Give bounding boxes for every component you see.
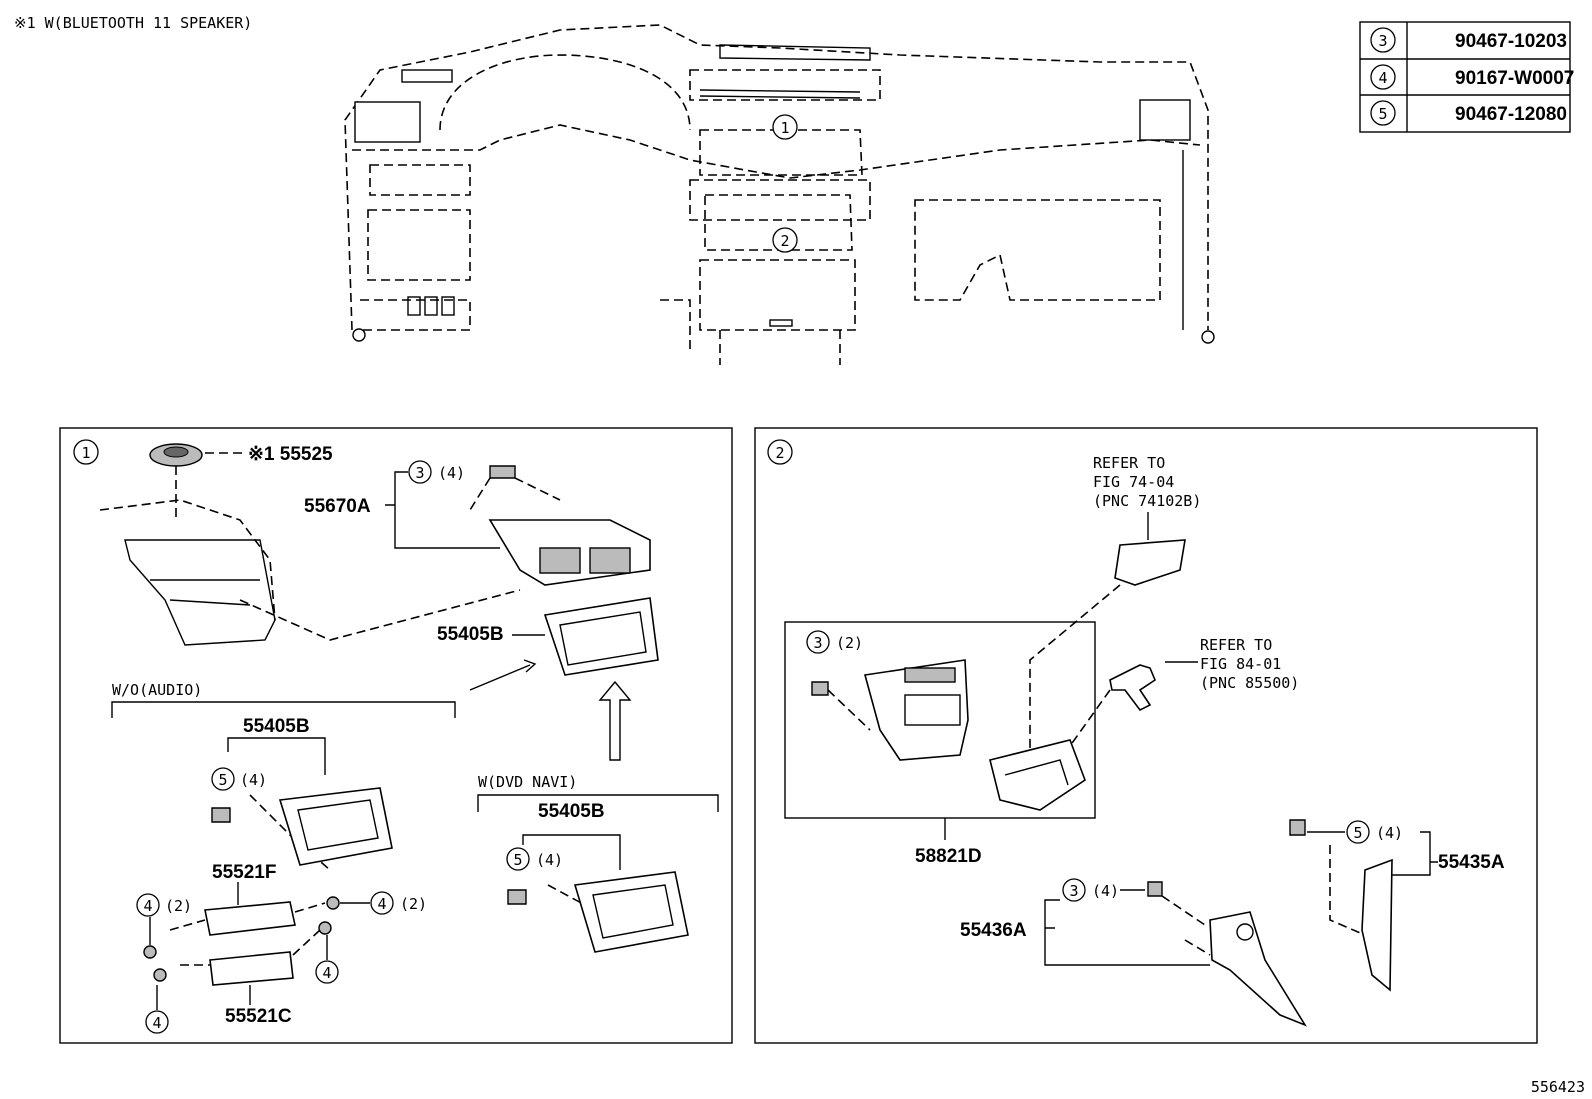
svg-text:4: 4 bbox=[1378, 69, 1387, 87]
pocket-f-label: 55521F bbox=[212, 862, 276, 883]
ref-4-icon bbox=[136, 893, 160, 917]
pocket-c-label: 55521C bbox=[225, 1006, 292, 1027]
svg-text:1: 1 bbox=[81, 444, 90, 462]
bezel-part-icon bbox=[278, 787, 393, 866]
svg-text:4: 4 bbox=[322, 964, 331, 982]
trim-left-part-icon bbox=[1209, 911, 1307, 1027]
ref-circle-icon bbox=[1370, 100, 1396, 126]
svg-text:3: 3 bbox=[813, 634, 822, 652]
ref-4-icon bbox=[370, 891, 394, 915]
svg-text:4: 4 bbox=[377, 895, 386, 913]
speaker-label: ※1 55525 bbox=[248, 444, 333, 465]
part-number: 90167-W0007 bbox=[1455, 68, 1574, 89]
svg-text:5: 5 bbox=[513, 851, 522, 869]
screw-icon bbox=[153, 968, 167, 982]
trim-right-part-icon bbox=[1361, 858, 1393, 992]
ref-circle-icon bbox=[1370, 64, 1396, 90]
refer-a-line-3: (PNC 74102B) bbox=[1093, 492, 1201, 510]
svg-text:(2): (2) bbox=[165, 897, 192, 915]
screw-icon bbox=[143, 945, 157, 959]
detail-panel-2: 2 REFER TO FIG 74-04 (PNC 74102B) REFER … bbox=[754, 427, 1538, 1044]
header-note: ※1 W(BLUETOOTH 11 SPEAKER) bbox=[14, 14, 252, 32]
svg-text:5: 5 bbox=[1353, 824, 1362, 842]
svg-text:4: 4 bbox=[152, 1014, 161, 1032]
svg-text:2: 2 bbox=[780, 232, 789, 250]
svg-text:(4): (4) bbox=[240, 771, 267, 789]
arrow-right-icon bbox=[469, 659, 537, 691]
svg-text:4: 4 bbox=[143, 897, 152, 915]
svg-text:5: 5 bbox=[218, 771, 227, 789]
wo-audio-bezel-label: 55405B bbox=[243, 716, 310, 737]
bezel-label: 55405B bbox=[437, 624, 504, 645]
refer-b-line-1: REFER TO bbox=[1200, 636, 1272, 654]
svg-text:3: 3 bbox=[415, 464, 424, 482]
dashboard-overview: 1 2 bbox=[344, 24, 1215, 365]
ref-3-icon bbox=[408, 460, 432, 484]
clip-icon bbox=[489, 465, 516, 479]
svg-text:(4): (4) bbox=[1092, 882, 1119, 900]
refer-b-line-2: FIG 84-01 bbox=[1200, 655, 1281, 673]
ref-3-icon bbox=[1062, 878, 1086, 902]
screw-icon bbox=[318, 921, 332, 935]
detail-panel-1: 1 ※1 55525 55670A 3 (4) 55405B W/O(AUDIO… bbox=[59, 427, 733, 1044]
refer-b-line-3: (PNC 85500) bbox=[1200, 674, 1299, 692]
trim-right-label: 55435A bbox=[1438, 852, 1505, 873]
svg-text:(2): (2) bbox=[400, 895, 427, 913]
clip-icon bbox=[507, 889, 527, 905]
dvd-navi-heading: W(DVD NAVI) bbox=[478, 773, 577, 791]
arrow-up-icon bbox=[598, 680, 632, 761]
svg-text:2: 2 bbox=[775, 444, 784, 462]
part-number: 90467-10203 bbox=[1455, 31, 1567, 52]
part-number: 90467-12080 bbox=[1455, 104, 1567, 125]
screw-icon bbox=[326, 896, 340, 910]
clip-icon bbox=[1289, 819, 1306, 836]
clip-icon bbox=[211, 807, 231, 823]
trim-left-label: 55436A bbox=[960, 920, 1027, 941]
svg-text:(4): (4) bbox=[536, 851, 563, 869]
fastener-table: 3 90467-10203 4 90167-W0007 5 90467-1208… bbox=[1359, 21, 1574, 133]
bezel-part-icon bbox=[543, 597, 659, 676]
fastener-row: 5 90467-12080 bbox=[1370, 100, 1567, 126]
svg-text:(2): (2) bbox=[836, 634, 863, 652]
ref-5-icon bbox=[506, 847, 530, 871]
panel-2-marker-icon bbox=[767, 439, 793, 465]
fastener-row: 4 90167-W0007 bbox=[1370, 64, 1574, 90]
callout-2-icon bbox=[772, 227, 798, 253]
cup-holder-icon bbox=[1114, 539, 1186, 586]
ref-4-icon bbox=[145, 1010, 169, 1034]
clip-icon bbox=[1147, 881, 1163, 897]
ref-5-icon bbox=[211, 767, 235, 791]
wo-audio-heading: W/O(AUDIO) bbox=[112, 681, 202, 699]
inset-box bbox=[784, 621, 1096, 819]
svg-text:3: 3 bbox=[1069, 882, 1078, 900]
connector-icon bbox=[1109, 664, 1156, 712]
svg-text:5: 5 bbox=[1378, 105, 1387, 123]
vent-label: 55670A bbox=[304, 496, 371, 517]
console-panel-icon bbox=[863, 659, 969, 761]
clip-icon bbox=[811, 681, 829, 696]
ref-circle-icon bbox=[1370, 27, 1396, 53]
figure-number: 556423 bbox=[1531, 1078, 1585, 1096]
pocket-f-icon bbox=[204, 901, 296, 936]
svg-text:3: 3 bbox=[1378, 32, 1387, 50]
dvd-navi-bezel-label: 55405B bbox=[538, 801, 605, 822]
refer-a-line-2: FIG 74-04 bbox=[1093, 473, 1174, 491]
svg-text:1: 1 bbox=[780, 119, 789, 137]
svg-text:(4): (4) bbox=[438, 464, 465, 482]
ref-4-icon bbox=[315, 960, 339, 984]
console-box-icon bbox=[989, 739, 1086, 811]
callout-1-icon bbox=[772, 114, 798, 140]
box-label: 58821D bbox=[915, 846, 982, 867]
panel-1-marker-icon bbox=[73, 439, 99, 465]
fastener-row: 3 90467-10203 bbox=[1370, 27, 1567, 53]
refer-a-line-1: REFER TO bbox=[1093, 454, 1165, 472]
bezel-part-icon bbox=[573, 871, 689, 953]
ref-5-icon bbox=[1346, 820, 1370, 844]
pocket-c-icon bbox=[209, 951, 294, 986]
ref-3-icon bbox=[806, 630, 830, 654]
svg-text:(4): (4) bbox=[1376, 824, 1403, 842]
